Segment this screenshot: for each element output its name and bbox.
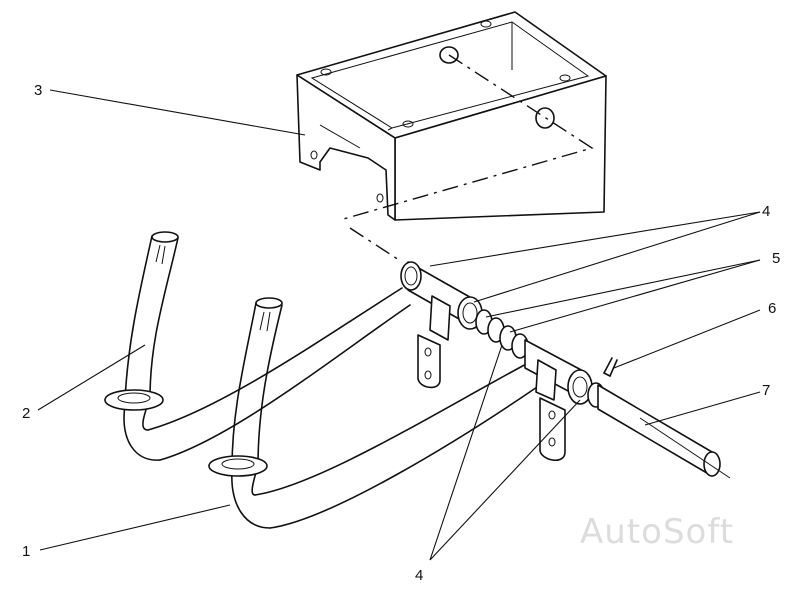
callout-3: 3	[34, 82, 42, 99]
callout-2: 2	[22, 405, 30, 422]
callout-4-bottom: 4	[415, 567, 423, 584]
callout-6: 6	[768, 300, 776, 317]
part-1-pipe	[208, 297, 541, 529]
callout-5: 5	[772, 250, 780, 267]
part-6-pin	[603, 357, 618, 377]
part-3-bracket	[296, 11, 607, 221]
part-2-pipe	[104, 231, 411, 461]
callout-4-top: 4	[762, 203, 770, 220]
part-7-shaft	[597, 384, 731, 479]
manifold-tube	[400, 261, 605, 461]
callout-1: 1	[22, 543, 30, 560]
leader-lines	[37, 89, 761, 561]
assembly-axis	[339, 54, 594, 263]
callout-7: 7	[762, 382, 770, 399]
watermark-text: AutoSoft	[580, 512, 734, 552]
